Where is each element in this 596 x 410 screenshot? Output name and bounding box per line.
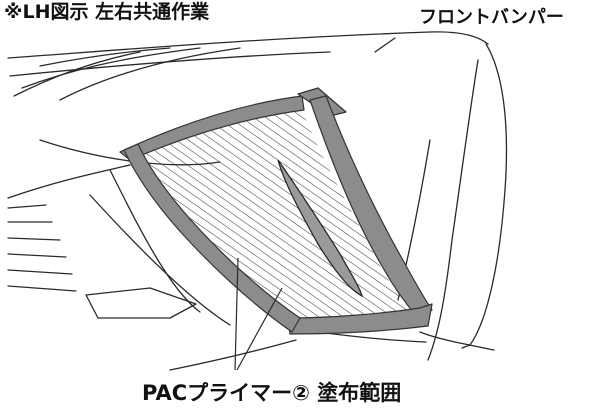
- front-bumper-label: フロントバンパー: [419, 7, 564, 28]
- leader-line-2: [236, 287, 283, 371]
- note-text: ※LH図示 左右共通作業: [4, 1, 210, 23]
- bumper-bottom-line: [169, 339, 297, 371]
- grille-stripes: [7, 204, 77, 292]
- leader-line-1: [234, 257, 239, 371]
- drl-lamp: [277, 159, 363, 298]
- hood-line-1: [13, 51, 141, 97]
- bumper-top-line: [7, 31, 489, 59]
- tape-right: [309, 95, 433, 319]
- fog-lamp-outline: [85, 287, 197, 319]
- primer-area-label: PACプライマー② 塗布範囲: [142, 381, 402, 405]
- diagonal-line: [89, 194, 231, 326]
- hood-line-4: [39, 47, 171, 67]
- tape-bottom: [287, 303, 433, 335]
- lamp-lower-line: [109, 169, 201, 313]
- side-bottom-line: [419, 331, 495, 351]
- tape-top-left: [119, 95, 305, 161]
- leader-lines: [234, 257, 283, 371]
- bumper-contour-lines: [7, 31, 508, 371]
- fender-edge-inner: [427, 59, 479, 361]
- hood-line-2: [59, 47, 241, 101]
- bumper-inner-line: [9, 51, 331, 77]
- lamp-left-edge: [7, 164, 131, 199]
- tape-left: [123, 143, 301, 333]
- hood-line-3: [21, 47, 201, 89]
- masking-tape: [119, 87, 433, 335]
- hood-notch: [374, 37, 396, 53]
- fender-edge-outer: [461, 43, 508, 349]
